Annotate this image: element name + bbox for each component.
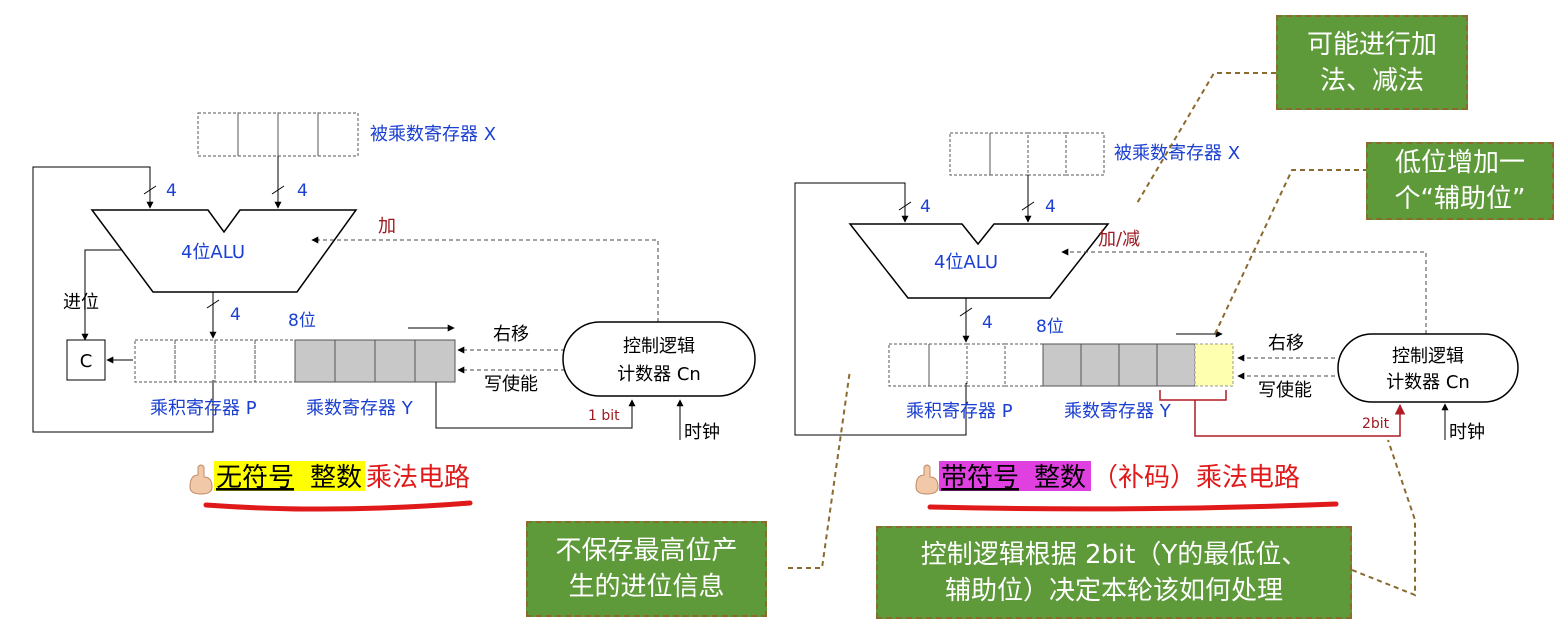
right-control-line2: 计数器 Cn <box>1386 372 1470 393</box>
left-carry-box <box>66 339 106 381</box>
right-clock-label: 时钟 <box>1449 422 1485 443</box>
left-circuit: 被乘数寄存器 X 4 4 4位ALU 加 进位 C 4 <box>32 112 756 512</box>
left-clock-label: 时钟 <box>684 422 720 443</box>
left-bus-width-p: 4 <box>166 181 177 201</box>
left-product-register <box>134 339 296 383</box>
right-title-part2: 整数 <box>1034 463 1086 493</box>
right-aux-bit-cell <box>1194 343 1234 387</box>
note-add-subtract-line1: 可能进行加 <box>1306 29 1437 60</box>
left-control-unit <box>562 321 756 397</box>
note-aux-bit-line1: 低位增加一 <box>1394 148 1525 178</box>
left-multiplier-label: 乘数寄存器 Y <box>306 398 414 419</box>
left-shift-label: 右移 <box>493 324 529 345</box>
note-control-2bit-line1: 控制逻辑根据 2bit（Y的最低位、 <box>920 539 1308 570</box>
note-add-subtract: 可能进行加 法、减法 <box>1276 15 1468 110</box>
pointing-hand-icon <box>915 464 939 495</box>
right-title-part1: 带符号 <box>941 463 1019 493</box>
left-bus-width-out: 4 <box>230 305 241 325</box>
left-control-line2: 计数器 Cn <box>617 364 701 385</box>
right-control-line1: 控制逻辑 <box>1392 346 1464 367</box>
right-shift-label: 右移 <box>1268 333 1304 354</box>
note-add-subtract-line2: 法、减法 <box>1319 65 1424 96</box>
right-control-unit <box>1337 333 1519 403</box>
left-control-line1: 控制逻辑 <box>623 336 695 357</box>
right-addsub-label: 加/减 <box>1098 229 1140 250</box>
left-bus-width-x: 4 <box>297 181 308 201</box>
right-circuit: 被乘数寄存器 X 4 4 4位ALU 加/减 4 8位 乘积寄存器 P <box>794 132 1519 512</box>
note-carry-line1: 不保存最高位产 <box>555 536 738 566</box>
note-carry: 不保存最高位产 生的进位信息 <box>526 521 767 617</box>
left-product-label: 乘积寄存器 P <box>150 398 257 419</box>
right-bus-width-x: 4 <box>1045 197 1056 217</box>
right-alu <box>848 223 1110 299</box>
right-product-label: 乘积寄存器 P <box>906 401 1013 422</box>
right-multiplicand-label: 被乘数寄存器 X <box>1114 143 1240 164</box>
callout-connectors <box>788 72 1416 597</box>
right-bus-width-out: 4 <box>982 313 993 333</box>
left-alu-label: 4位ALU <box>181 242 245 263</box>
right-twobit-label: 2bit <box>1362 416 1390 432</box>
left-bits8-label: 8位 <box>288 311 316 331</box>
pointing-hand-icon <box>189 464 213 495</box>
right-alu-label: 4位ALU <box>934 252 998 273</box>
left-carry-box-label: C <box>80 351 93 372</box>
right-title-underline <box>927 501 1339 512</box>
left-multiplier-register <box>294 339 456 383</box>
left-alu <box>90 209 358 293</box>
left-title-part1: 无符号 <box>216 463 294 493</box>
left-carry-label: 进位 <box>63 292 99 313</box>
left-multiplicand-register <box>197 112 359 157</box>
right-multiplier-label: 乘数寄存器 Y <box>1064 401 1172 422</box>
note-aux-bit-line2: 个“辅助位” <box>1394 184 1526 214</box>
right-bits8-label: 8位 <box>1036 317 1064 337</box>
right-2bit-bracket <box>1159 390 1227 401</box>
right-product-register <box>888 343 1044 387</box>
right-bus-width-p: 4 <box>920 197 931 217</box>
left-write-enable-label: 写使能 <box>484 374 538 395</box>
note-control-2bit-line2: 辅助位）决定本轮该如何处理 <box>944 575 1283 606</box>
note-control-2bit: 控制逻辑根据 2bit（Y的最低位、 辅助位）决定本轮该如何处理 <box>876 526 1352 619</box>
right-multiplier-register <box>1042 343 1196 387</box>
left-title-underline <box>203 500 473 512</box>
right-title-part3: （补码）乘法电路 <box>1092 463 1300 493</box>
left-onebit-label: 1 bit <box>588 408 620 424</box>
left-add-label: 加 <box>378 216 396 237</box>
right-multiplicand-register <box>949 132 1105 176</box>
note-carry-line2: 生的进位信息 <box>568 572 725 602</box>
right-write-enable-label: 写使能 <box>1258 380 1312 401</box>
note-aux-bit: 低位增加一 个“辅助位” <box>1366 142 1554 220</box>
left-title-part3: 乘法电路 <box>366 463 470 493</box>
left-multiplicand-label: 被乘数寄存器 X <box>370 124 496 145</box>
left-title-part2: 整数 <box>310 463 362 493</box>
